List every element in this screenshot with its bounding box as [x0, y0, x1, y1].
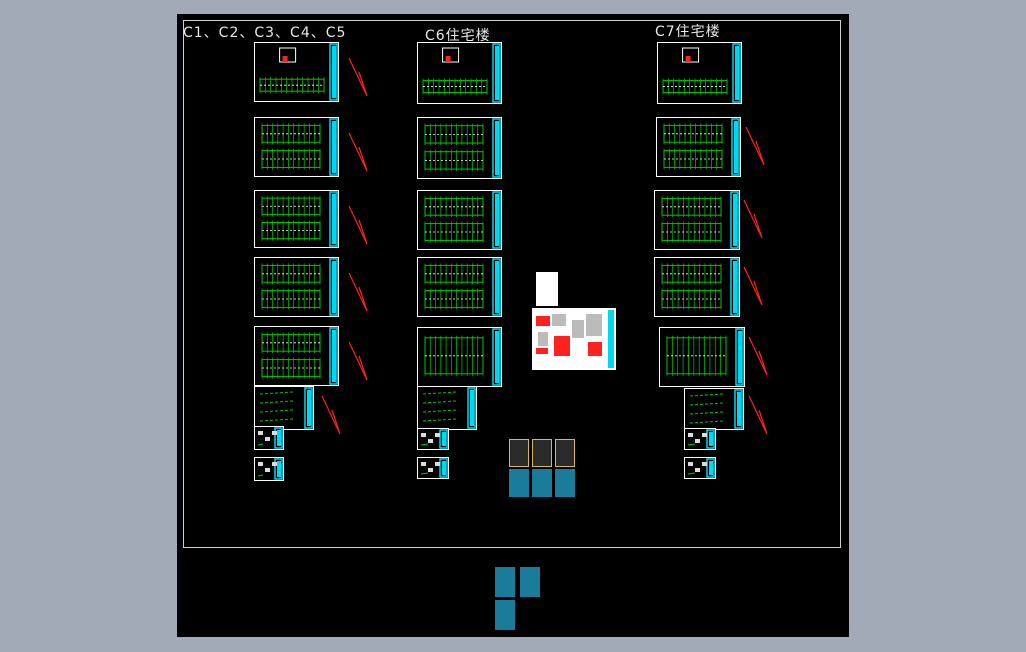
booklet-sheet-1[interactable]: [509, 439, 529, 467]
revision-mark-c1-5: [347, 340, 371, 384]
column-title-c7: C7住宅楼: [655, 24, 721, 40]
sheet-c6-small-2[interactable]: [417, 457, 449, 479]
sheet-c6-detail[interactable]: [417, 386, 477, 430]
column-title-c6: C6住宅楼: [425, 28, 491, 44]
revision-mark-c7-5: [747, 335, 771, 379]
sheet-c1-small-1[interactable]: [254, 426, 284, 450]
sheet-c7-detail[interactable]: [684, 388, 744, 430]
drawing-canvas[interactable]: C1、C2、C3、C4、C5 C6住宅楼 C7住宅楼: [177, 14, 849, 637]
sheet-c6-5[interactable]: [417, 327, 502, 387]
sheet-c6-2[interactable]: [417, 117, 502, 179]
sheet-c7-small-1[interactable]: [684, 428, 716, 450]
bottom-block-2[interactable]: [520, 567, 540, 597]
revision-mark-c1-4: [347, 271, 371, 315]
sheet-c7-2[interactable]: [656, 117, 741, 177]
revision-mark-c7-6: [747, 394, 771, 438]
booklet-sheet-3[interactable]: [555, 439, 575, 467]
bottom-block-1[interactable]: [495, 567, 515, 597]
sheet-c1-3[interactable]: [254, 190, 339, 248]
booklet-cover-3[interactable]: [555, 469, 575, 497]
bottom-block-3[interactable]: [495, 600, 515, 630]
revision-mark-c1-3: [347, 204, 371, 248]
sheet-c1-1[interactable]: [254, 42, 339, 102]
booklet-sheet-2[interactable]: [532, 439, 552, 467]
site-plan-sheet[interactable]: [532, 308, 616, 370]
sheet-c6-3[interactable]: [417, 190, 502, 250]
sheet-c6-small-1[interactable]: [417, 428, 449, 450]
revision-mark-c1-6: [320, 394, 344, 438]
sheet-c1-5[interactable]: [254, 326, 339, 386]
sheet-c1-2[interactable]: [254, 117, 339, 177]
model-frame-border: [183, 20, 841, 548]
sheet-c1-detail[interactable]: [254, 386, 314, 430]
revision-mark-c7-2: [744, 125, 768, 169]
sheet-c6-4[interactable]: [417, 257, 502, 317]
booklet-cover-1[interactable]: [509, 469, 529, 497]
column-title-c1-c5: C1、C2、C3、C4、C5: [183, 25, 347, 41]
revision-mark-c1-1: [347, 56, 371, 100]
sheet-c7-1[interactable]: [657, 42, 742, 104]
center-small-sheet[interactable]: [536, 272, 558, 306]
sheet-c7-3[interactable]: [654, 190, 740, 250]
revision-mark-c1-2: [347, 131, 371, 175]
sheet-c7-5[interactable]: [659, 327, 745, 387]
sheet-c7-4[interactable]: [654, 257, 740, 317]
revision-mark-c7-3: [742, 198, 766, 242]
sheet-c6-1[interactable]: [417, 42, 502, 104]
booklet-cover-2[interactable]: [532, 469, 552, 497]
sheet-c1-4[interactable]: [254, 257, 339, 317]
sheet-c1-small-2[interactable]: [254, 457, 284, 481]
revision-mark-c7-4: [742, 265, 766, 309]
sheet-c7-small-2[interactable]: [684, 457, 716, 479]
